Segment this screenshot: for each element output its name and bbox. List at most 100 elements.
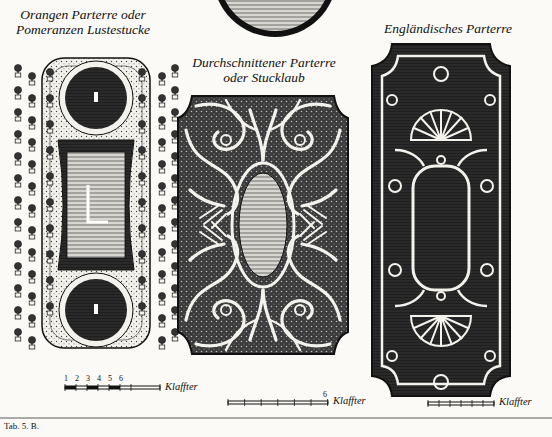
tree-crown: [14, 262, 21, 269]
tree-pot: [47, 259, 53, 263]
scale-bar: [65, 386, 494, 405]
tree-pot: [15, 183, 21, 187]
tree-pot: [172, 249, 178, 253]
tree-pot: [29, 169, 35, 173]
scale-unit: Klaffter: [333, 395, 366, 407]
tree-crown: [138, 146, 145, 153]
orange-tree: [28, 314, 35, 327]
orange-tree: [46, 120, 53, 133]
tree-pot: [15, 271, 21, 275]
orange-tree: [158, 204, 165, 217]
tree-pot: [15, 227, 21, 231]
english-parterre-part-part: [481, 180, 493, 192]
scale-tick: [277, 399, 278, 406]
tree-pot: [47, 311, 53, 315]
tree-pot: [29, 147, 35, 151]
orange-tree: [46, 250, 53, 263]
orange-tree: [14, 284, 21, 297]
tree-pot: [172, 95, 178, 99]
tree-crown: [158, 94, 165, 101]
tree-crown: [171, 64, 178, 71]
tree-pot: [29, 345, 35, 349]
scale-unit: Klaffter: [499, 396, 532, 408]
tree-pot: [172, 205, 178, 209]
tree-crown: [46, 276, 53, 283]
english-parterre-part: [413, 166, 469, 290]
english-parterre-part-part: [481, 264, 493, 276]
orange-tree: [14, 108, 21, 121]
tree-pot: [139, 129, 145, 133]
tree-pot: [139, 259, 145, 263]
parterre-title: Orangen Parterre oder Pomeranzen Lustest…: [8, 8, 158, 38]
cutwork-parterre: [178, 96, 348, 354]
tree-crown: [158, 160, 165, 167]
orange-tree: [28, 204, 35, 217]
tree-pot: [15, 161, 21, 165]
orange-tree: [14, 86, 21, 99]
tree-pot: [47, 207, 53, 211]
tree-crown: [158, 138, 165, 145]
tree-crown: [138, 198, 145, 205]
scale-number: 3: [86, 375, 90, 384]
orange-tree: [28, 160, 35, 173]
tree-pot: [139, 103, 145, 107]
scale-number: 4: [97, 375, 101, 384]
tree-crown: [46, 68, 53, 75]
orange-parterre-part: [67, 152, 125, 258]
cutwork-parterre-part: [178, 96, 348, 354]
orange-tree: [46, 172, 53, 185]
tree-crown: [14, 86, 21, 93]
english-parterre-part-part: [411, 110, 471, 140]
scale-tick: [327, 399, 328, 406]
tree-crown: [46, 120, 53, 127]
orange-tree: [138, 224, 145, 237]
tree-pot: [29, 301, 35, 305]
orange-parterre-part: [59, 61, 133, 135]
tree-crown: [138, 276, 145, 283]
english-parterre-part: [372, 44, 510, 396]
orange-tree: [28, 116, 35, 129]
scale-number: 6: [119, 375, 123, 384]
english-parterre-part-part: [434, 67, 448, 81]
tree-pot: [29, 81, 35, 85]
tree-pot: [159, 345, 165, 349]
orange-tree: [158, 160, 165, 173]
scale-tick: [311, 399, 312, 406]
tree-pot: [29, 191, 35, 195]
scale-tick: [294, 399, 295, 406]
basin: [213, 0, 337, 37]
tree-pot: [29, 125, 35, 129]
orange-tree: [46, 146, 53, 159]
tree-pot: [15, 337, 21, 341]
orange-tree: [14, 152, 21, 165]
tree-pot: [172, 315, 178, 319]
orange-tree: [14, 174, 21, 187]
scale-tick: [428, 400, 429, 407]
tree-crown: [28, 160, 35, 167]
orange-parterre-part: [58, 140, 134, 270]
orange-parterre-part: [65, 67, 127, 129]
orange-tree: [14, 262, 21, 275]
orange-tree: [46, 68, 53, 81]
tree-pot: [172, 73, 178, 77]
tree-pot: [29, 279, 35, 283]
tree-crown: [28, 226, 35, 233]
tree-crown: [28, 116, 35, 123]
tree-crown: [138, 68, 145, 75]
orange-tree: [158, 248, 165, 261]
tree-pot: [15, 117, 21, 121]
cutwork-parterre-part-part: [186, 130, 238, 214]
tree-pot: [15, 205, 21, 209]
orange-tree: [28, 226, 35, 239]
tree-pot: [159, 213, 165, 217]
tree-pot: [29, 213, 35, 217]
tree-pot: [159, 81, 165, 85]
tree-crown: [14, 196, 21, 203]
tree-crown: [14, 130, 21, 137]
tree-crown: [171, 108, 178, 115]
scale-number: 1: [64, 375, 68, 384]
tree-crown: [46, 224, 53, 231]
tree-pot: [159, 147, 165, 151]
parterre-title: Engländisches Parterre: [384, 22, 512, 37]
tree-pot: [139, 155, 145, 159]
